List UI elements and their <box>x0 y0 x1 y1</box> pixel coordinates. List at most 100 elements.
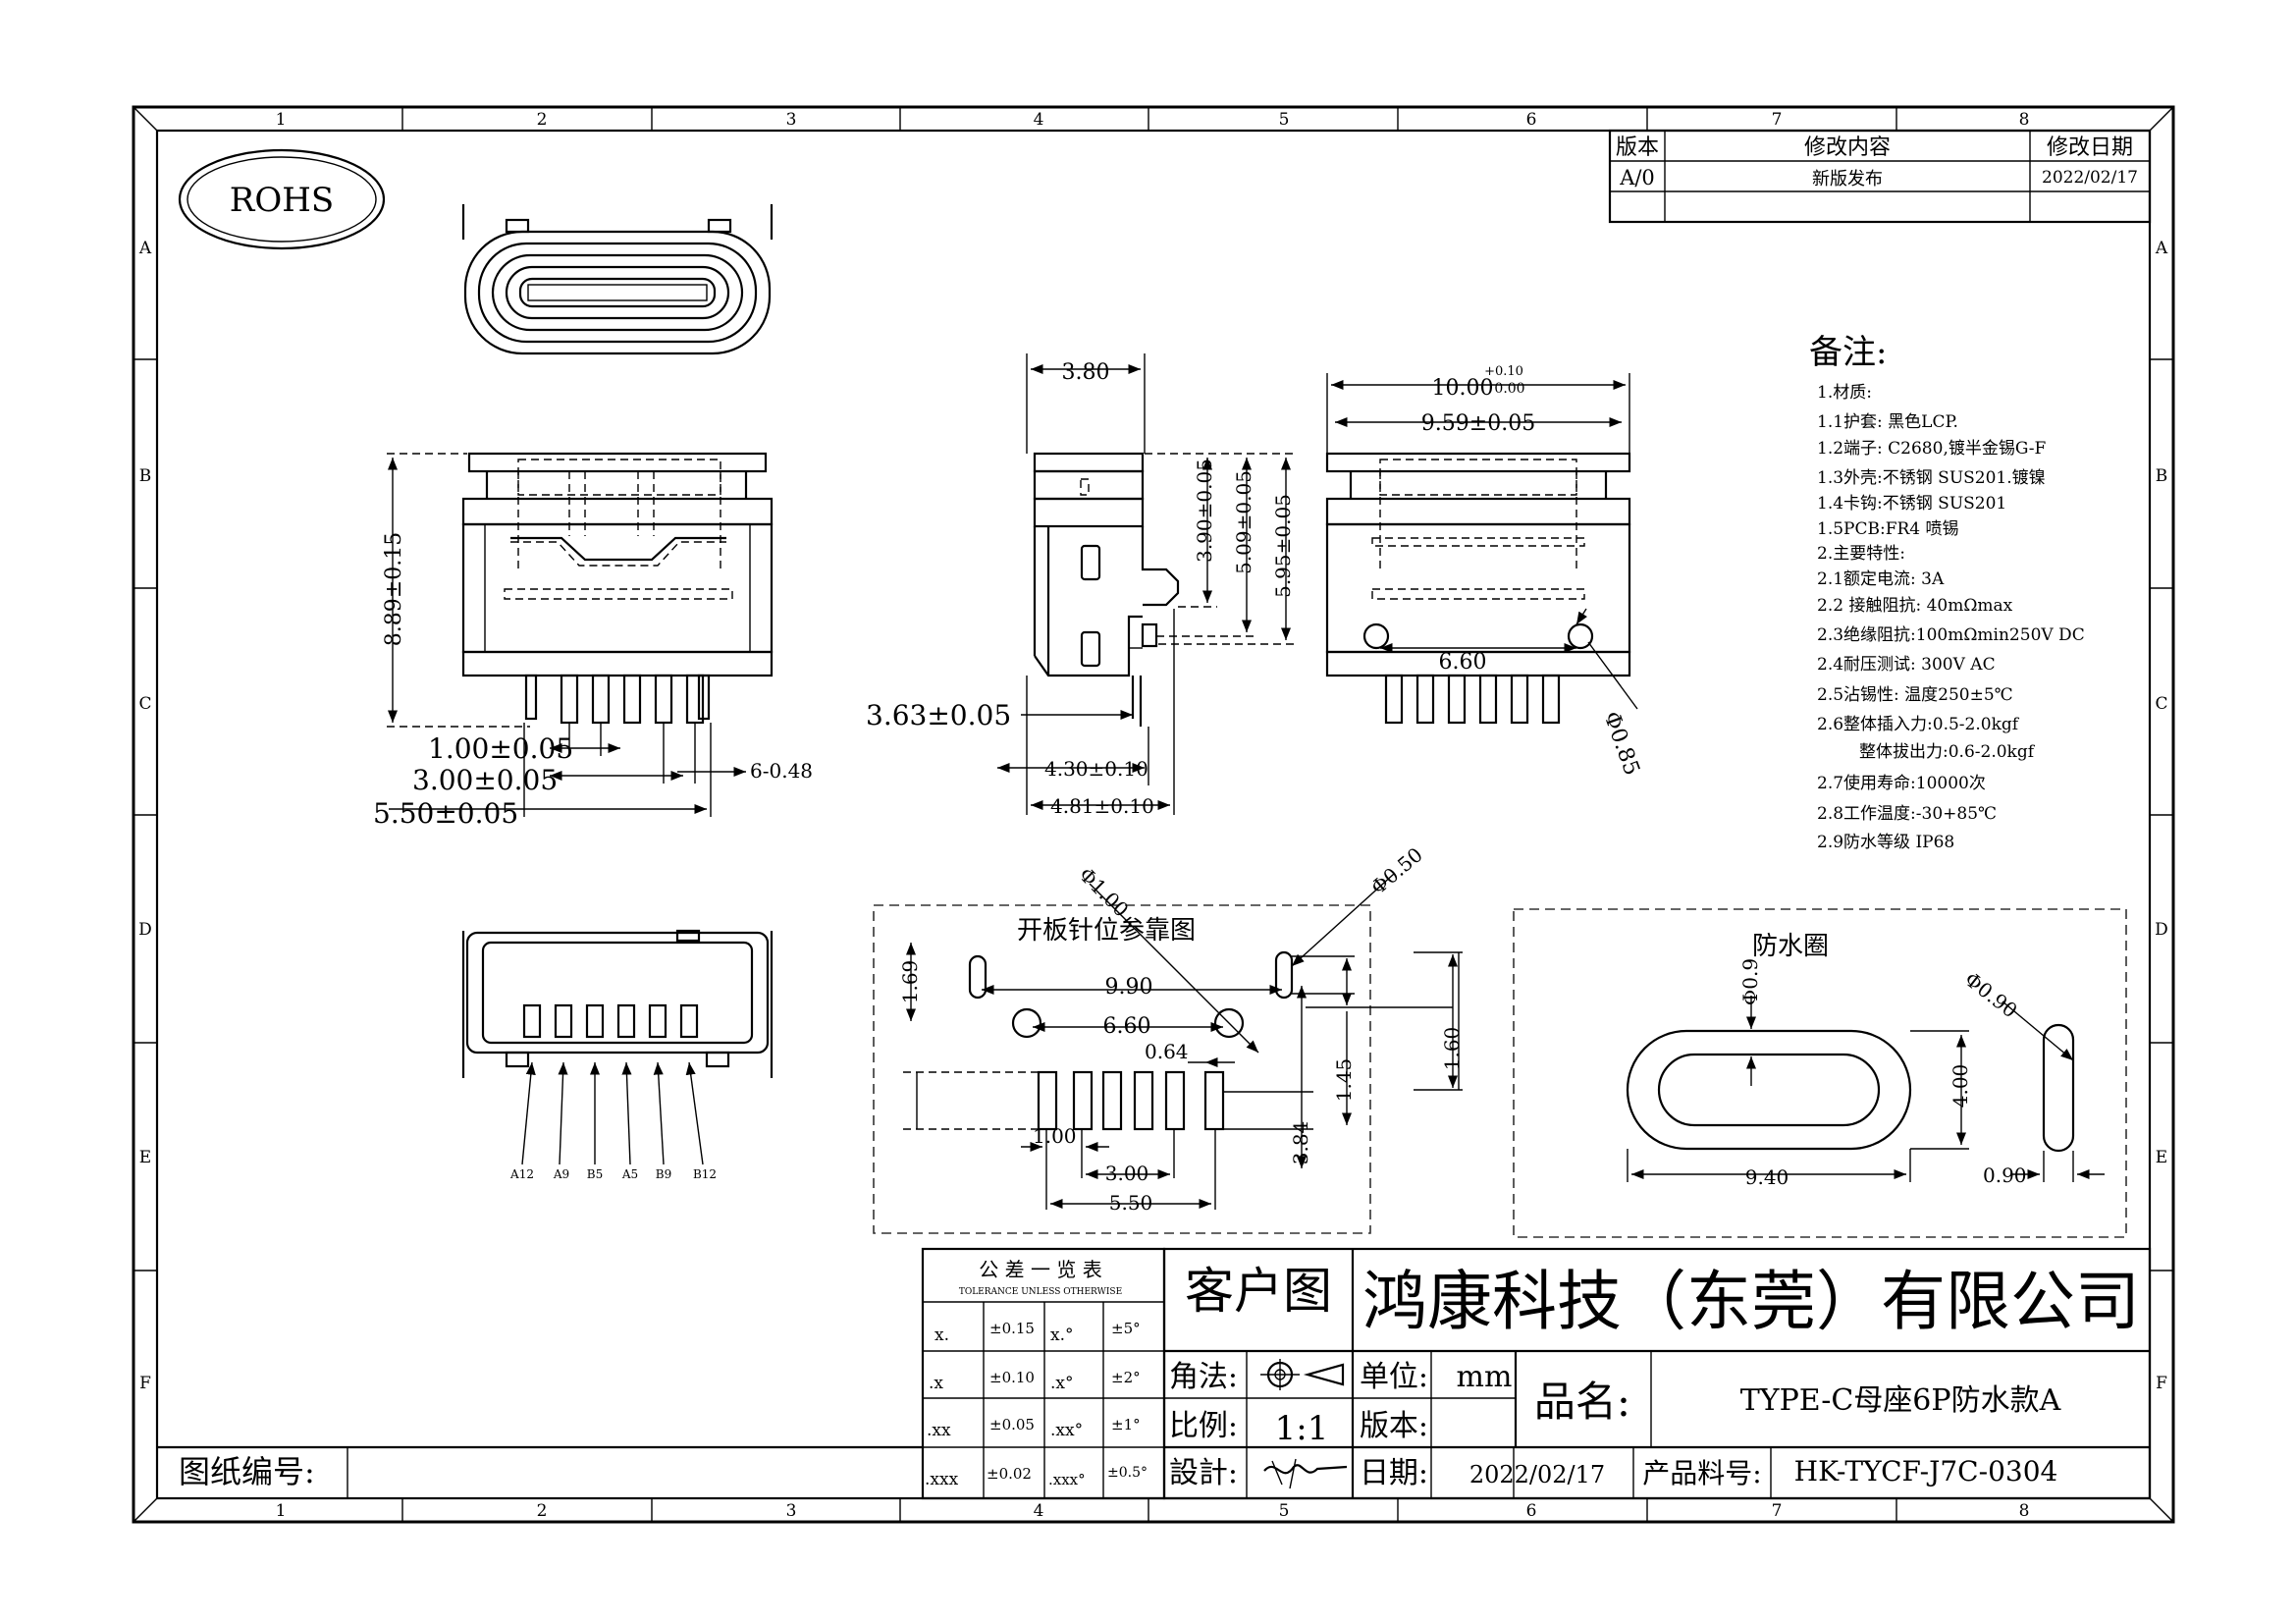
dim-back-hole: Φ0.85 <box>1598 709 1643 780</box>
dim-side-b2: 4.81±0.10 <box>1050 794 1154 818</box>
scale-label: 比例: <box>1169 1409 1238 1443</box>
seal-t090: 0.90 <box>1983 1163 2027 1187</box>
frame-ticks <box>133 107 2173 1522</box>
side-view: 3.80 3.90±0.05 5.09±0.05 5.95±0.05 3.63±… <box>866 353 1295 818</box>
part-no: HK-TYCF-J7C-0304 <box>1794 1455 2058 1488</box>
note-line: 1.材质: <box>1817 383 1872 403</box>
tol-val: ±0.10 <box>989 1369 1035 1386</box>
rev-header-ver: 版本 <box>1616 135 1659 160</box>
seal-detail: 防水圈 Φ0.9 4.00 9.40 Φ0.90 0.90 <box>1513 908 2127 1238</box>
pin-label: B5 <box>587 1167 603 1181</box>
pcb-h1: 1.69 <box>898 960 922 1004</box>
note-line: 1.2端子: C2680,镀半金锡G-F <box>1817 439 2046 459</box>
dim-front-height: 8.89±0.15 <box>382 532 406 646</box>
tol-angle-key: .x° <box>1050 1374 1074 1393</box>
seal-title: 防水圈 <box>1752 932 1829 961</box>
dim-side-d3: 5.95±0.05 <box>1271 494 1295 598</box>
third-angle-projection-icon <box>1260 1359 1345 1390</box>
pin-label: A9 <box>553 1167 569 1181</box>
pcb-w990: 9.90 <box>1105 975 1153 1000</box>
note-line: 1.3外壳:不锈钢 SUS201.镀镍 <box>1817 468 2046 488</box>
dim-side-b1: 4.30±0.10 <box>1044 757 1148 781</box>
notes-block: 备注: 1.材质: 1.1护套: 黑色LCP. 1.2端子: C2680,镀半金… <box>1809 333 2085 852</box>
pcb-h145: 1.45 <box>1332 1058 1356 1103</box>
row-label: C <box>2155 694 2167 714</box>
col-label: 1 <box>276 1501 287 1521</box>
front-view: 8.89±0.15 1.00±0.05 3.00±0.05 5.50±0.05 … <box>373 452 813 830</box>
rev-date: 2022/02/17 <box>2042 168 2138 188</box>
note-line: 2.5沾锡性: 温度250±5℃ <box>1817 685 2013 705</box>
col-label: 1 <box>276 110 287 130</box>
col-label: 3 <box>786 1501 797 1521</box>
dim-span1: 3.00±0.05 <box>412 764 558 796</box>
note-line: 1.4卡钩:不锈钢 SUS201 <box>1817 494 2006 514</box>
note-line: 2.8工作温度:-30+85℃ <box>1817 804 1997 824</box>
row-label: A <box>138 239 152 258</box>
seal-w940: 9.40 <box>1745 1165 1789 1189</box>
note-line: 2.3绝缘阻抗:100mΩmin250V DC <box>1817 625 2085 645</box>
drawing-no-label: 图纸编号: <box>179 1453 315 1490</box>
tol-key: .x <box>929 1374 943 1393</box>
pcb-p100: 1.00 <box>1033 1124 1077 1148</box>
scale-value: 1:1 <box>1275 1409 1329 1448</box>
tol-angle-key: .xx° <box>1050 1421 1083 1440</box>
pin-label: A5 <box>621 1167 638 1181</box>
tolerance-title: 公 差 一 览 表 <box>979 1258 1101 1281</box>
pin-label: B9 <box>656 1167 671 1181</box>
pinout-view: A12 A9 B5 A5 B9 B12 <box>461 929 774 1181</box>
row-label: E <box>2156 1148 2167 1167</box>
tolerance-table: 公 差 一 览 表 TOLERANCE UNLESS OTHERWISE x. … <box>921 1247 1166 1500</box>
design-label: 設計: <box>1169 1456 1238 1490</box>
notes-title: 备注: <box>1809 333 1887 372</box>
pcb-d2: Φ0.50 <box>1366 842 1427 899</box>
tol-key: .xxx <box>925 1470 959 1489</box>
col-label: 2 <box>537 110 548 130</box>
row-label: B <box>2156 466 2168 486</box>
dim-back-peg: 6.60 <box>1439 650 1487 675</box>
pcb-h384: 3.84 <box>1289 1121 1312 1165</box>
version-label: 版本: <box>1360 1409 1428 1443</box>
col-label: 5 <box>1279 1501 1290 1521</box>
pin-label: A12 <box>509 1167 534 1181</box>
col-label: 7 <box>1772 110 1783 130</box>
col-label: 4 <box>1034 1501 1044 1521</box>
tolerance-subtitle: TOLERANCE UNLESS OTHERWISE <box>959 1287 1122 1297</box>
row-label: B <box>139 466 152 486</box>
rev-content: 新版发布 <box>1812 169 1883 189</box>
back-view: +0.10 10.00 0.00 9.59±0.05 6.60 Φ0.85 <box>1325 364 1644 780</box>
tol-val: ±0.02 <box>987 1465 1032 1483</box>
dim-side-left: 3.63±0.05 <box>866 699 1011 731</box>
pcb-d1: Φ1.00 <box>1074 863 1133 922</box>
designer-signature <box>1263 1458 1348 1489</box>
note-line: 2.7使用寿命:10000次 <box>1817 773 1986 793</box>
dim-span2: 5.50±0.05 <box>373 797 518 830</box>
pcb-title: 开板针位参靠图 <box>1017 916 1196 946</box>
note-line: 2.6整体插入力:0.5-2.0kgf <box>1817 715 2020 734</box>
dim-side-d1: 3.90±0.05 <box>1193 459 1216 563</box>
tol-angle-val: ±0.5° <box>1107 1465 1148 1481</box>
col-label: 6 <box>1526 1501 1537 1521</box>
tol-val: ±0.05 <box>989 1416 1035 1434</box>
rev-header-content: 修改内容 <box>1804 135 1891 160</box>
seal-h400: 4.00 <box>1949 1064 1972 1109</box>
col-label: 8 <box>2019 1501 2030 1521</box>
product-name-label: 品名: <box>1534 1378 1630 1426</box>
rohs-logo: ROHS <box>178 148 386 250</box>
tol-angle-val: ±2° <box>1111 1369 1141 1386</box>
row-label: A <box>2155 239 2168 258</box>
dim-pitch: 1.00±0.05 <box>428 732 573 765</box>
note-line: 整体拔出力:0.6-2.0kgf <box>1859 742 2036 762</box>
row-label: E <box>139 1148 151 1167</box>
date-label: 日期: <box>1360 1456 1428 1490</box>
dim-back-w1: 10.00 <box>1432 376 1494 401</box>
tol-angle-val: ±1° <box>1111 1416 1141 1434</box>
pcb-w660: 6.60 <box>1103 1014 1151 1039</box>
col-label: 4 <box>1034 110 1044 130</box>
dim-back-tol: +0.10 <box>1484 364 1523 379</box>
row-label: D <box>138 920 152 940</box>
tol-key: x. <box>934 1325 949 1345</box>
note-line: 2.1额定电流: 3A <box>1817 569 1945 589</box>
row-label: F <box>139 1374 151 1393</box>
unit-value: mm <box>1457 1360 1513 1394</box>
